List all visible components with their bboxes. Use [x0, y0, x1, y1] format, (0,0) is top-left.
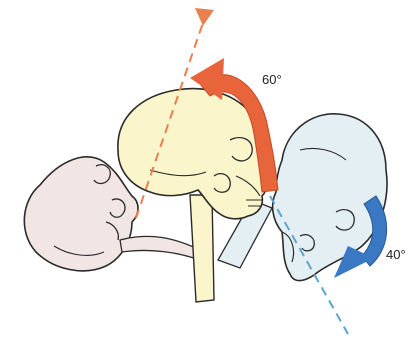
neutral-neck — [190, 195, 214, 302]
flexed-skull — [24, 157, 138, 271]
flexion-axis-arrowhead — [195, 8, 214, 26]
angle-label-40: 40° — [386, 248, 406, 261]
angle-label-60: 60° — [262, 73, 282, 86]
